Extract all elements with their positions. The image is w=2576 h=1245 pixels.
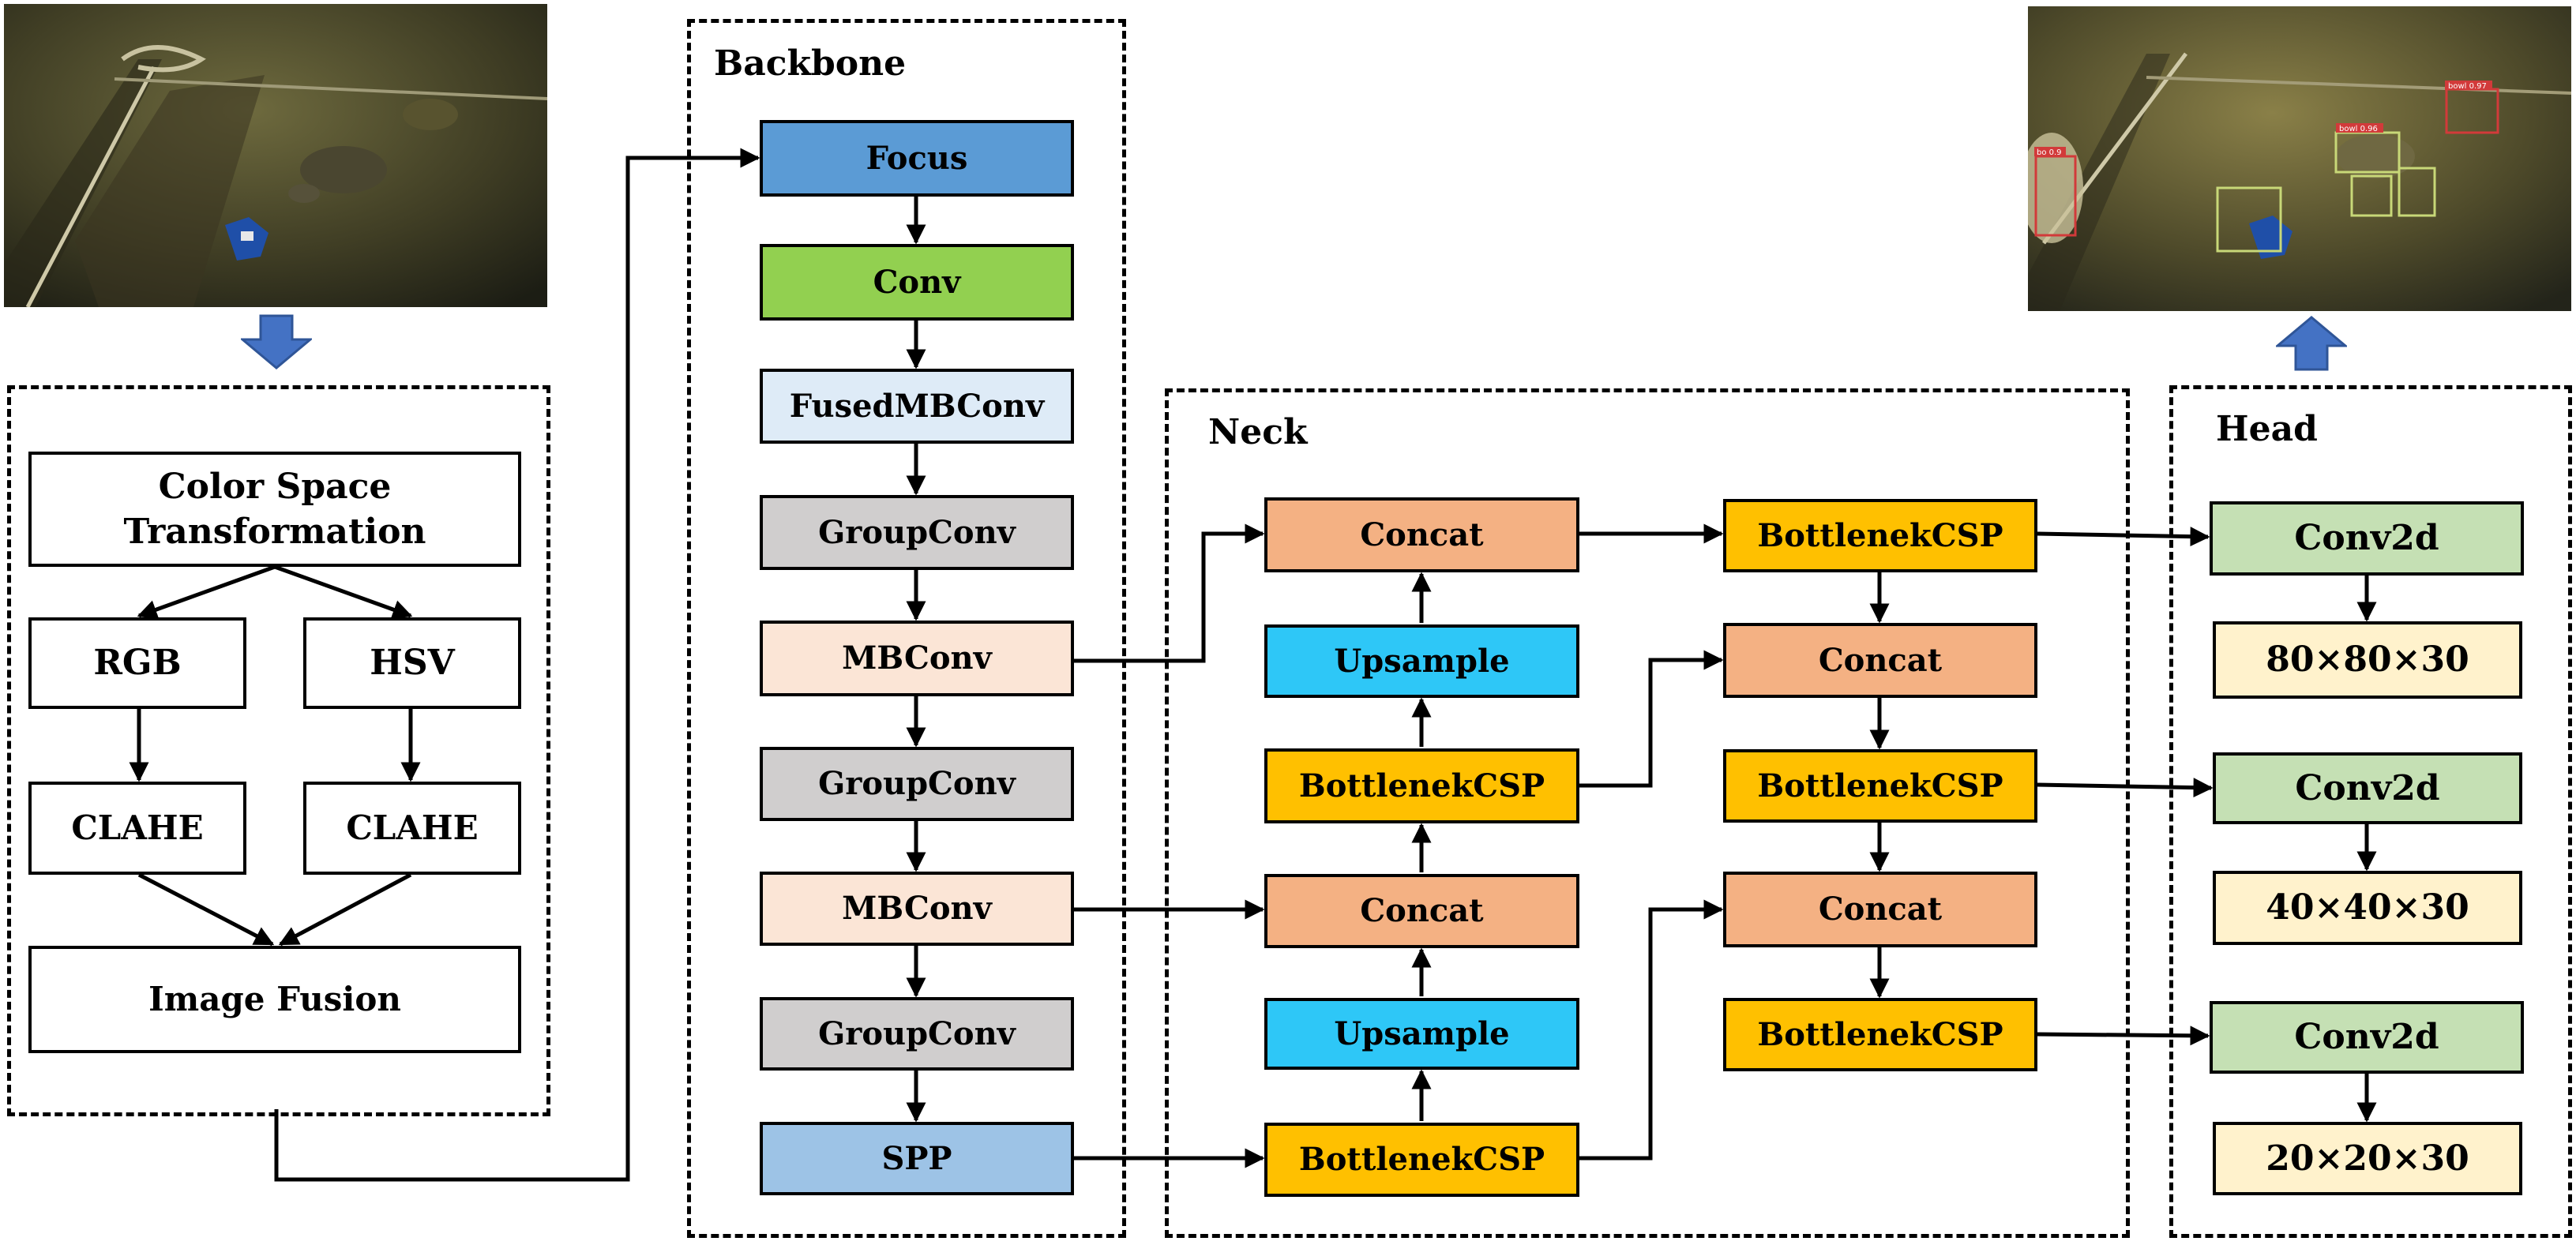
groupconv-block-2: GroupConv	[760, 747, 1074, 821]
bottleneckcsp-block-2: BottlenekCSP	[1264, 1123, 1579, 1197]
image-fusion-box: Image Fusion	[28, 946, 521, 1053]
concat-block-3: Concat	[1723, 623, 2037, 698]
bottleneckcsp-block-1: BottlenekCSP	[1264, 748, 1579, 823]
output-shape-2: 40×40×30	[2213, 871, 2522, 945]
bottleneckcsp-block-3: BottlenekCSP	[1723, 499, 2037, 572]
backbone-title: Backbone	[714, 43, 907, 84]
preprocessing-region	[7, 385, 550, 1116]
concat-block-4: Concat	[1723, 872, 2037, 947]
head-region	[2169, 385, 2572, 1238]
bottleneckcsp-block-5: BottlenekCSP	[1723, 998, 2037, 1071]
conv2d-block-1: Conv2d	[2210, 501, 2524, 576]
detection-label: bo 0.9	[2037, 148, 2062, 157]
upsample-block-2: Upsample	[1264, 998, 1579, 1070]
output-detection-image: bowl 0.97 bowl 0.96 bo 0.9	[2028, 6, 2571, 311]
backbone-region	[687, 19, 1126, 1238]
clahe-left-box: CLAHE	[28, 782, 246, 875]
mbconv-block-1: MBConv	[760, 621, 1074, 696]
conv2d-block-3: Conv2d	[2210, 1001, 2524, 1074]
rgb-box: RGB	[28, 617, 246, 709]
neck-region	[1165, 388, 2130, 1238]
head-title: Head	[2216, 409, 2318, 449]
hsv-box: HSV	[303, 617, 521, 709]
fused-mbconv-block: FusedMBConv	[760, 369, 1074, 444]
output-shape-1: 80×80×30	[2213, 621, 2522, 699]
concat-block-1: Concat	[1264, 497, 1579, 572]
focus-block: Focus	[760, 120, 1074, 197]
conv2d-block-2: Conv2d	[2213, 752, 2522, 824]
mbconv-block-2: MBConv	[760, 872, 1074, 946]
detection-label: bowl 0.96	[2339, 125, 2378, 133]
down-arrow-icon	[241, 314, 312, 369]
up-arrow-icon	[2276, 316, 2347, 371]
input-underwater-image	[4, 4, 547, 307]
concat-block-2: Concat	[1264, 874, 1579, 948]
spp-block: SPP	[760, 1122, 1074, 1195]
upsample-block-1: Upsample	[1264, 624, 1579, 698]
output-shape-3: 20×20×30	[2213, 1122, 2522, 1195]
neck-title: Neck	[1208, 412, 1308, 452]
detection-label: bowl 0.97	[2448, 82, 2487, 91]
conv-block: Conv	[760, 244, 1074, 321]
color-space-transformation-box: Color Space Transformation	[28, 452, 521, 567]
groupconv-block-1: GroupConv	[760, 495, 1074, 570]
bottleneckcsp-block-4: BottlenekCSP	[1723, 749, 2037, 823]
groupconv-block-3: GroupConv	[760, 997, 1074, 1071]
clahe-right-box: CLAHE	[303, 782, 521, 875]
